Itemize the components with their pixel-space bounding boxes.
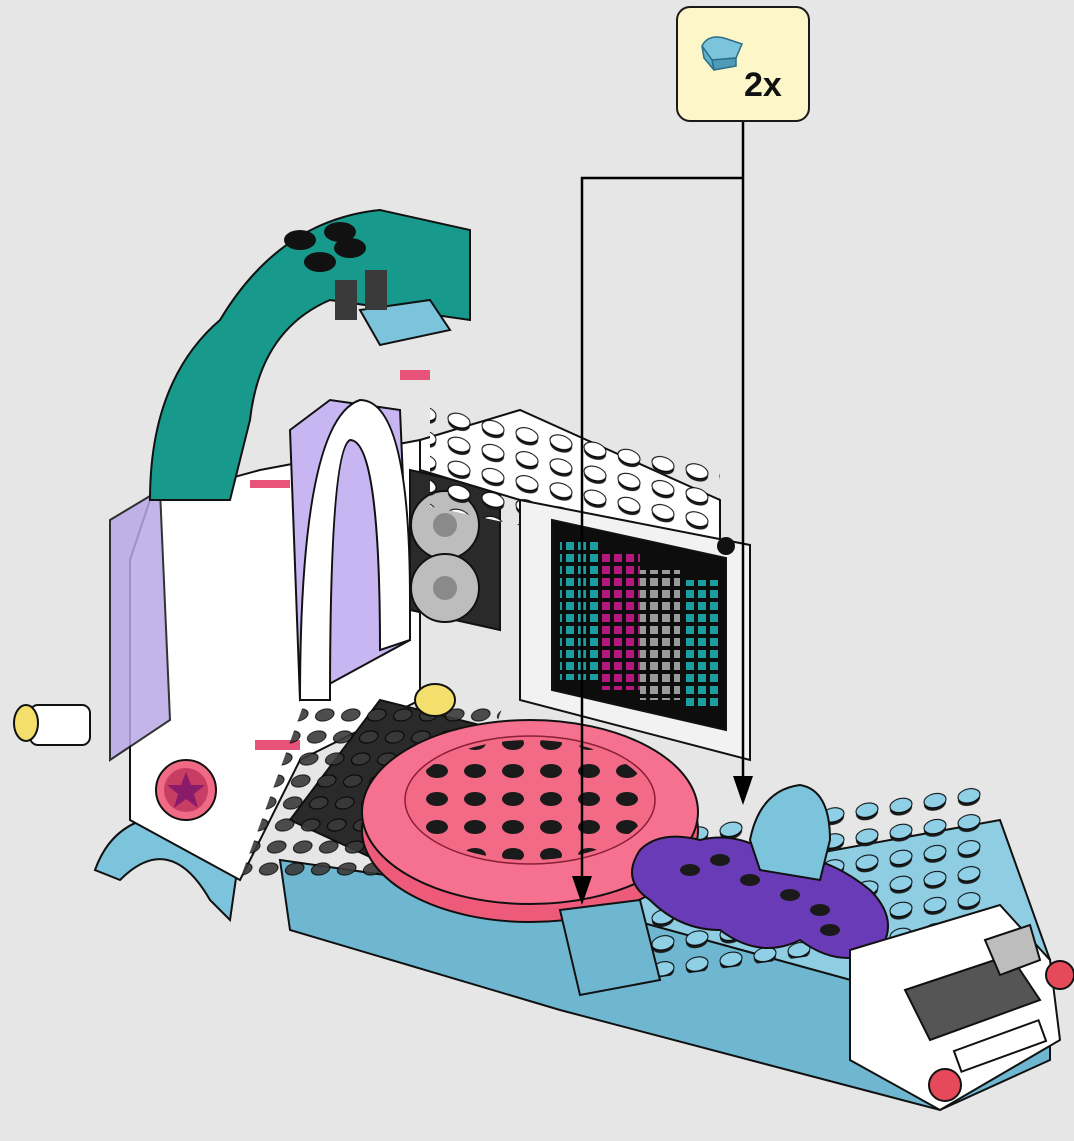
arrow-head-right <box>733 776 753 805</box>
light-blue-curved-slope-icon <box>698 32 748 84</box>
yellow-side-knob <box>14 705 90 745</box>
yellow-knob <box>415 684 455 716</box>
star-tile <box>156 760 216 820</box>
part-quantity: 2x <box>744 66 782 105</box>
parts-callout: 2x <box>676 6 810 122</box>
